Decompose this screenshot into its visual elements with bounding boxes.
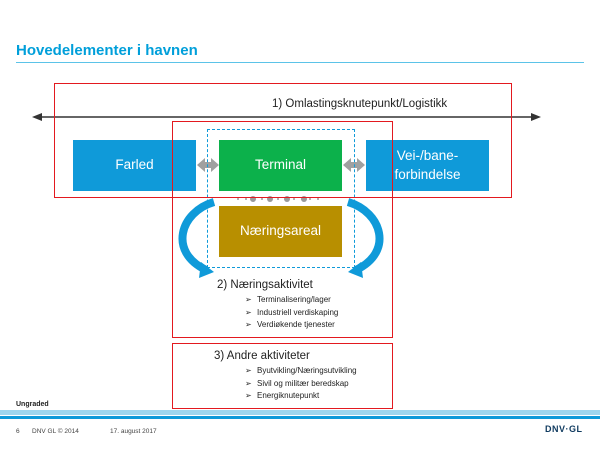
naeringsareal-box: Næringsareal	[219, 206, 342, 257]
title-divider	[16, 62, 584, 63]
date-text: 17. august 2017	[110, 428, 157, 435]
footer-band-light	[0, 410, 600, 415]
list-item: ➢ Industriell verdiskaping	[245, 307, 338, 320]
list-item-text: Energiknutepunkt	[257, 391, 320, 400]
page-title: Hovedelementer i havnen	[16, 42, 198, 59]
bullet-arrow-icon: ➢	[245, 295, 252, 304]
footer-band-dark	[0, 416, 600, 419]
list-item-text: Terminalisering/lager	[257, 295, 331, 304]
section3-outline	[172, 343, 393, 409]
terminal-box: Terminal	[219, 140, 342, 191]
vei-bane-box: Vei-/bane-forbindelse	[366, 140, 489, 191]
list-item-text: Sivil og militær beredskap	[257, 378, 349, 388]
farled-label: Farled	[115, 157, 154, 173]
list-item-text: Industriell verdiskaping	[257, 307, 339, 317]
section3-list: ➢ Byutvikling/Næringsutvikling ➢ Sivil og …	[245, 365, 357, 403]
list-item-text: Verdiøkende tjenester	[257, 320, 335, 329]
list-item: ➢ Sivil og militær beredskap	[245, 378, 357, 391]
classification-label: Ungraded	[16, 401, 49, 408]
copyright-text: DNV GL © 2014	[32, 428, 79, 435]
page-number: 6	[16, 428, 20, 435]
farled-box: Farled	[73, 140, 196, 191]
list-item: ➢ Byutvikling/Næringsutvikling	[245, 365, 357, 378]
section3-title: 3) Andre aktiviteter	[214, 350, 310, 362]
bullet-arrow-icon: ➢	[245, 366, 252, 375]
section2-list: ➢ Terminalisering/lager ➢ Industriell verd…	[245, 294, 338, 332]
list-item-text: Byutvikling/Næringsutvikling	[257, 366, 357, 375]
bullet-arrow-icon: ➢	[245, 307, 252, 317]
bullet-arrow-icon: ➢	[245, 378, 252, 388]
bullet-arrow-icon: ➢	[245, 320, 252, 329]
section1-outline	[54, 83, 512, 198]
bullet-arrow-icon: ➢	[245, 391, 252, 400]
gray-double-arrow-icon	[197, 158, 219, 172]
section2-title: 2) Næringsaktivitet	[217, 279, 313, 291]
list-item: ➢ Terminalisering/lager	[245, 294, 338, 307]
port-core-dashed-outline	[207, 129, 355, 268]
vei-bane-label-line1: Vei-/bane-	[396, 148, 459, 164]
curved-arrow-icon	[346, 198, 384, 278]
double-arrow-icon	[32, 113, 541, 121]
curved-arrow-icon	[178, 198, 216, 278]
list-item: ➢ Energiknutepunkt	[245, 390, 357, 403]
vei-bane-label-line2: forbindelse	[394, 166, 461, 182]
section2-outline	[172, 121, 393, 338]
dnv-gl-logo: DNV·GL	[545, 424, 583, 434]
list-item: ➢ Verdiøkende tjenester	[245, 319, 338, 332]
naeringsareal-label: Næringsareal	[239, 223, 322, 239]
vei-bane-label: Vei-/bane-forbindelse	[394, 147, 460, 183]
terminal-label: Terminal	[254, 157, 306, 173]
section1-title: 1) Omlastingsknutepunkt/Logistikk	[272, 98, 448, 110]
